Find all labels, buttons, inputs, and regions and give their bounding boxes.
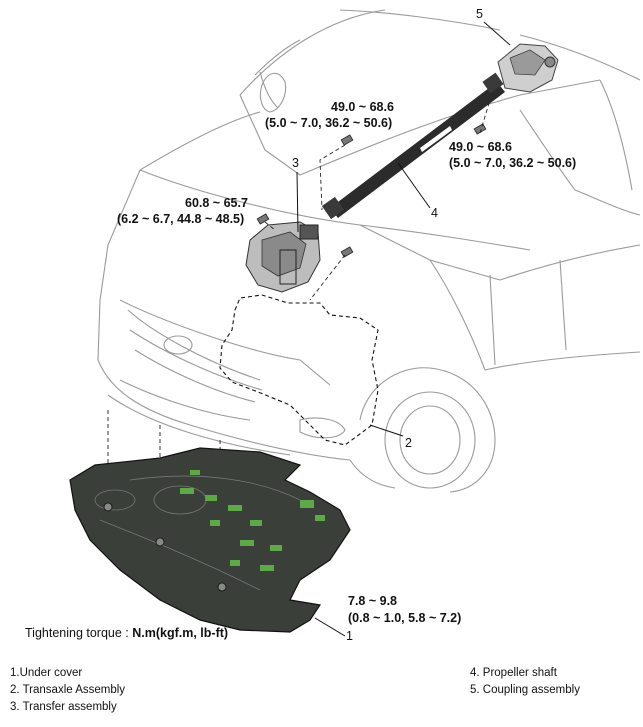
callout-2: 2: [405, 436, 412, 450]
torque-conversion-transfer: (6.2 ~ 6.7, 44.8 ~ 48.5): [117, 212, 245, 226]
legend-left: 1.Under cover 2. Transaxle Assembly 3. T…: [10, 665, 125, 716]
legend-item: 4. Propeller shaft: [470, 667, 557, 679]
torque-conversion-undercover: (0.8 ~ 1.0, 5.8 ~ 7.2): [348, 611, 462, 625]
legend-item: 2. Transaxle Assembly: [10, 684, 126, 696]
legend-right: 4. Propeller shaft 5. Coupling assembly: [470, 665, 580, 699]
leader-lines: [296, 21, 511, 637]
torque-value-top: 49.0 ~ 68.6: [331, 100, 394, 114]
tightening-torque-unit: N.m(kgf.m, lb-ft): [132, 626, 229, 640]
torque-value-undercover: 7.8 ~ 9.8: [348, 594, 397, 608]
torque-conversion-top: (5.0 ~ 7.0, 36.2 ~ 50.6): [265, 116, 393, 130]
torque-value-transfer: 60.8 ~ 65.7: [185, 196, 248, 210]
coupling-assembly: [497, 43, 559, 93]
tightening-torque-note: Tightening torque : N.m(kgf.m, lb-ft): [25, 626, 229, 640]
callout-3: 3: [292, 156, 299, 170]
bolts: [256, 123, 487, 258]
vehicle-body-outline: [97, 9, 641, 493]
transaxle-outline: [219, 294, 379, 446]
propeller-shaft: [321, 72, 505, 220]
legend-item: 3. Transfer assembly: [10, 701, 117, 713]
transfer-assembly: [245, 221, 321, 293]
torque-value-right: 49.0 ~ 68.6: [449, 140, 512, 154]
under-cover: [69, 447, 351, 633]
callout-5: 5: [476, 7, 483, 21]
legend-item: 5. Coupling assembly: [470, 684, 580, 696]
callout-4: 4: [431, 206, 438, 220]
torque-conversion-right: (5.0 ~ 7.0, 36.2 ~ 50.6): [449, 156, 577, 170]
callout-1: 1: [346, 629, 353, 643]
legend-item: 1.Under cover: [10, 667, 83, 679]
